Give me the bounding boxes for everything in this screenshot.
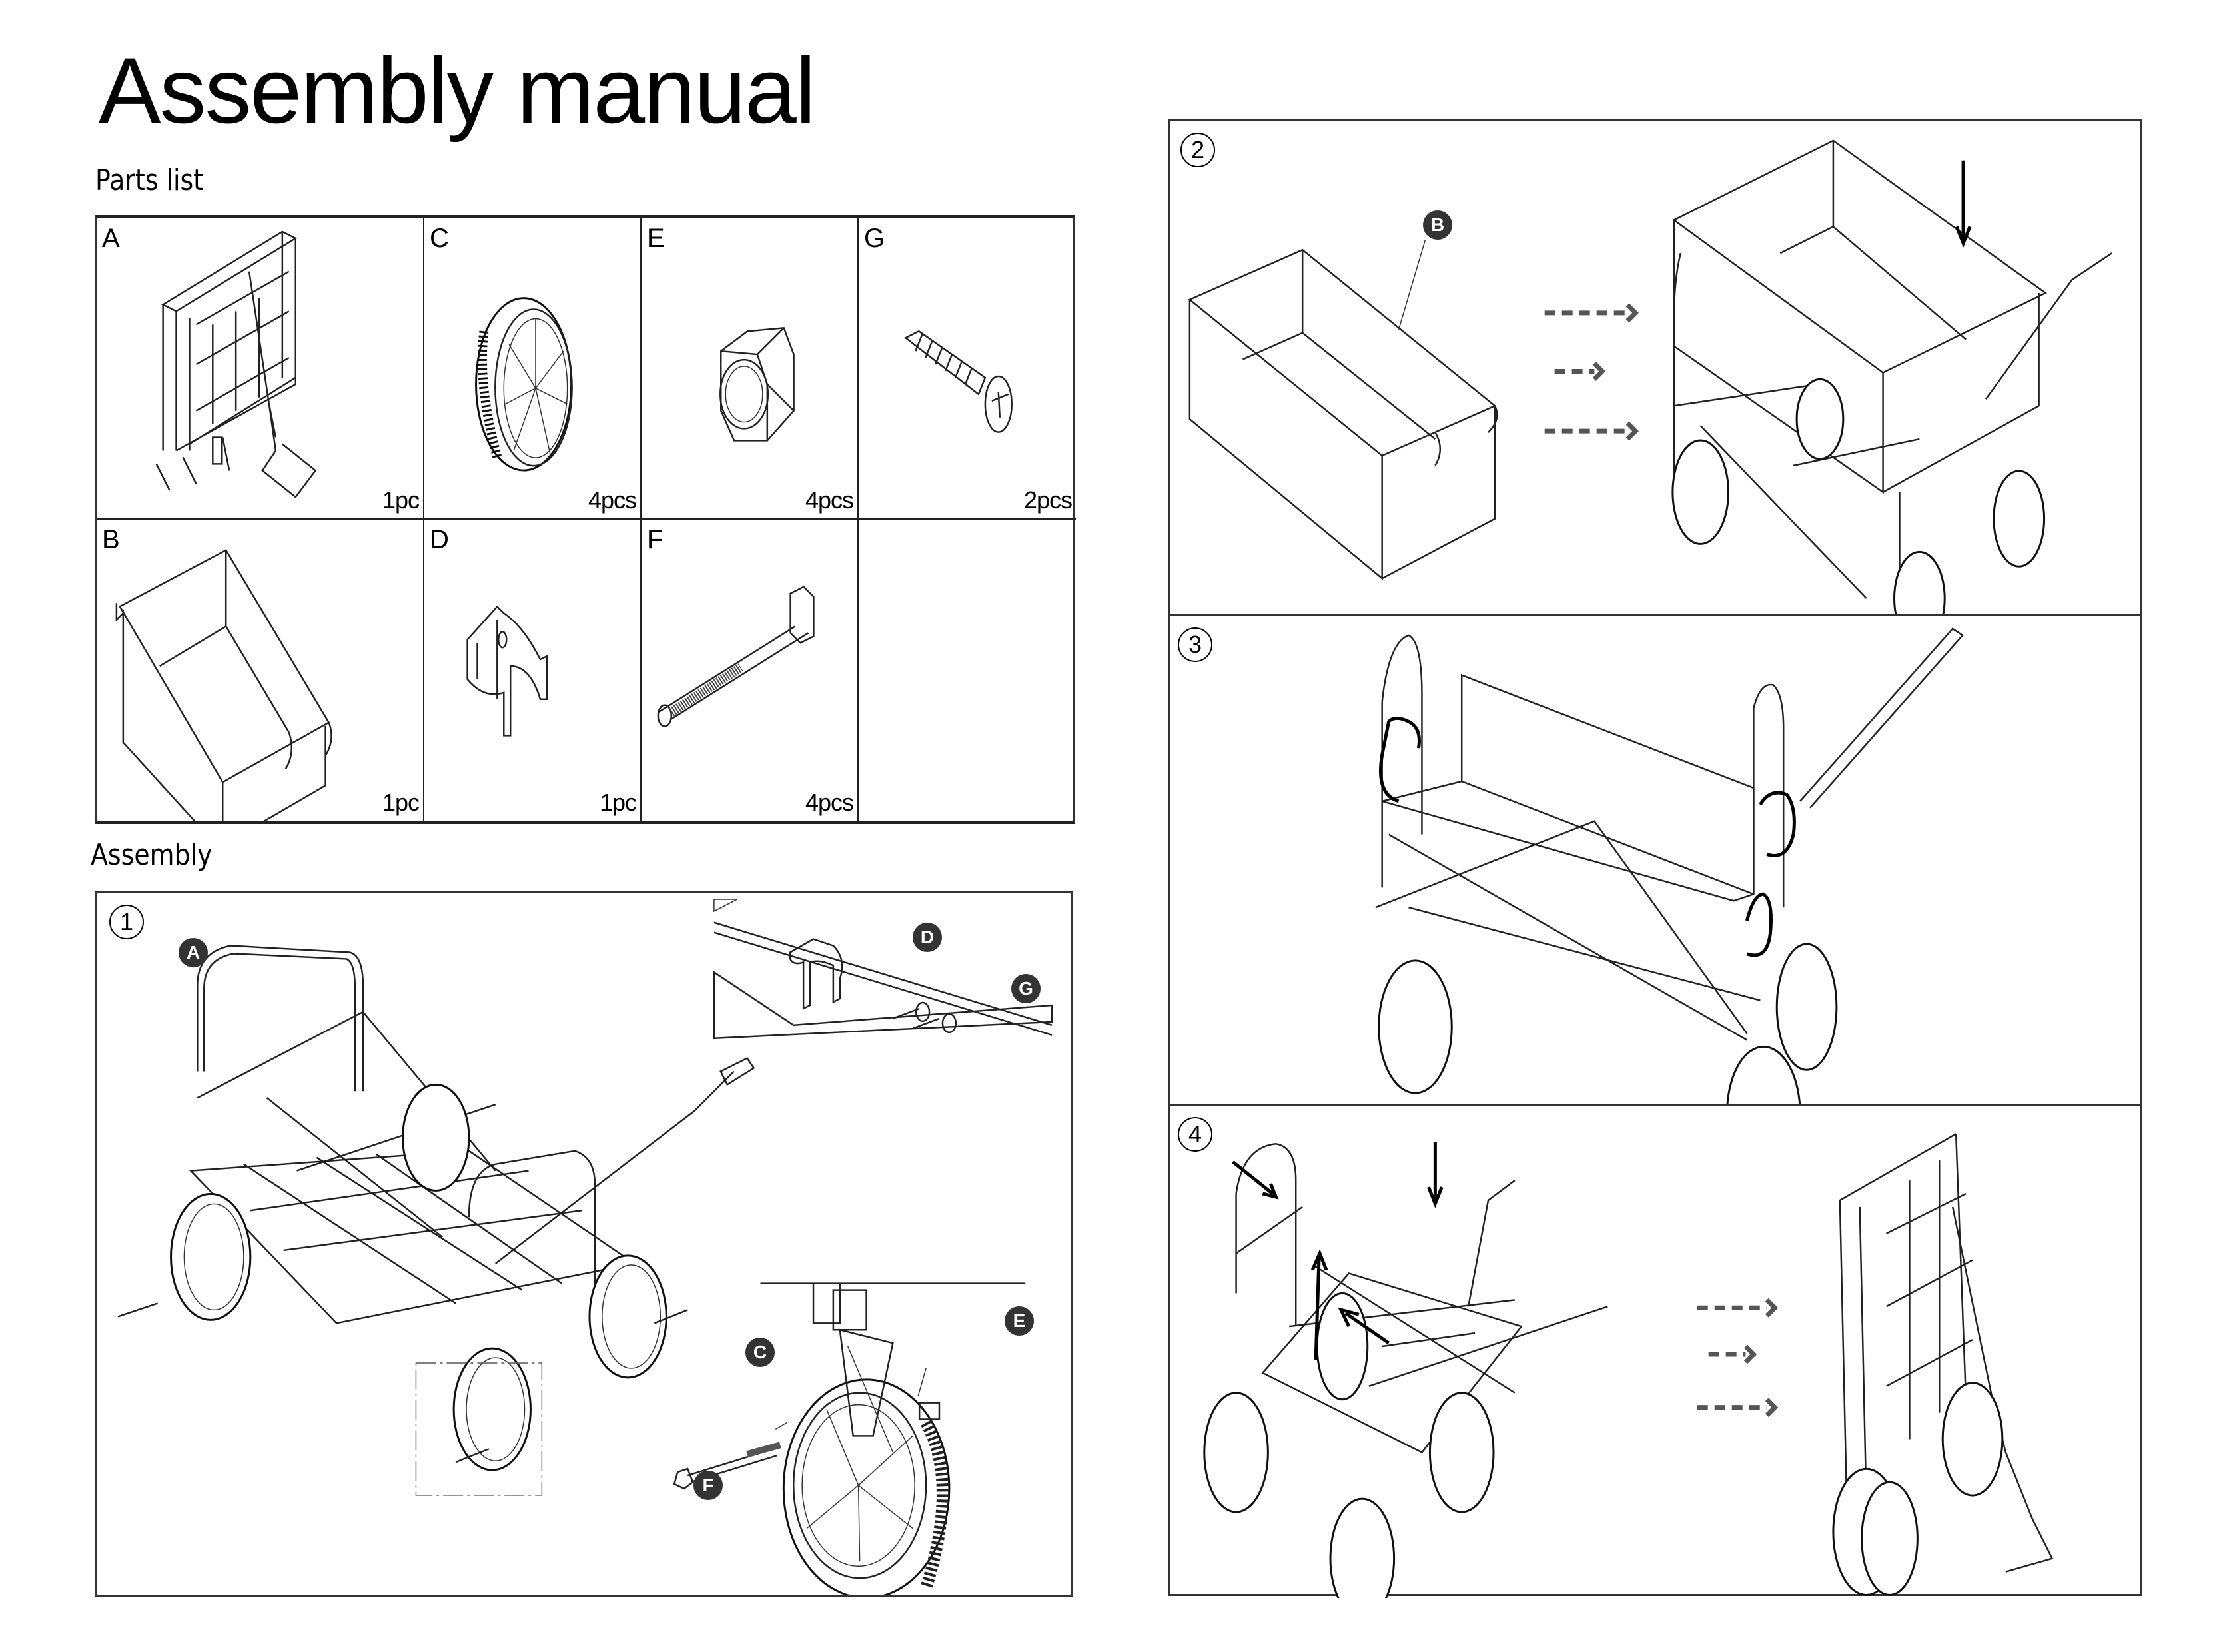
parts-table: A 1pc C 4pcs [95,215,1076,824]
part-cell-g: G 2pcs [859,218,1076,520]
part-qty: 4pcs [805,789,854,816]
part-letter: E [647,224,665,253]
callout-g: G [1011,974,1041,1003]
fold-direction-arrows [1233,1142,1442,1360]
part-letter: G [864,224,885,253]
step-number-badge: 2 [1180,133,1215,167]
step-number-badge: 1 [109,905,144,939]
part-cell-b: B 1pc [97,520,424,821]
dashed-arrows [1545,305,1635,439]
step-number-badge: 3 [1178,627,1212,662]
part-cell-f: F 4pcs [642,520,859,821]
callout-a: A [179,938,208,967]
wagon-frame-wheels-illustration [97,893,1071,1595]
part-letter: F [647,525,664,554]
callout-d: D [913,923,942,952]
callout-e: E [1005,1306,1034,1336]
assembly-steps-right: 2 [1168,119,2142,1598]
part-qty: 1pc [599,789,637,816]
fold-wagon-illustration [1170,1106,2140,1598]
wheel-group [171,1084,667,1470]
part-cell-a: A 1pc [97,218,424,520]
callout-c: C [745,1338,775,1367]
dashed-arrows [1697,1300,1775,1415]
assembly-heading: Assembly [91,838,213,872]
bolt-icon [657,586,815,727]
wheel-icon [475,297,573,472]
folded-wagon-frame-icon [155,230,317,498]
assembly-step-4: 4 [1170,1106,2140,1598]
assembly-step-2: 2 [1170,121,2140,616]
hex-nut-icon [719,327,795,442]
assembly-step-1: 1 [95,891,1073,1597]
part-letter: B [102,525,120,554]
basket-attach-illustration [1170,616,2140,1104]
part-cell-e: E 4pcs [642,218,859,520]
part-qty: 2pcs [1023,486,1073,514]
part-cell-empty [859,520,1076,821]
clip-bracket-icon [466,605,548,737]
callout-f: F [693,1471,723,1500]
callout-b: B [1423,210,1452,240]
part-cell-d: D 1pc [424,520,642,821]
rotate-arrows [1380,718,1794,955]
parts-list-heading: Parts list [95,163,204,197]
fabric-basket-icon [115,549,332,821]
step-number-badge: 4 [1178,1117,1212,1152]
part-letter: D [430,525,449,554]
part-qty: 1pc [382,789,420,816]
part-cell-c: C 4pcs [424,218,642,520]
part-qty: 1pc [382,486,420,514]
part-qty: 4pcs [588,486,637,514]
part-letter: C [430,224,449,253]
part-qty: 4pcs [805,486,854,514]
screw-icon [904,330,1013,433]
assembly-step-3: 3 [1170,616,2140,1106]
page-title: Assembly manual [99,38,816,143]
part-letter: A [102,224,120,253]
basket-insert-illustration [1170,121,2140,614]
